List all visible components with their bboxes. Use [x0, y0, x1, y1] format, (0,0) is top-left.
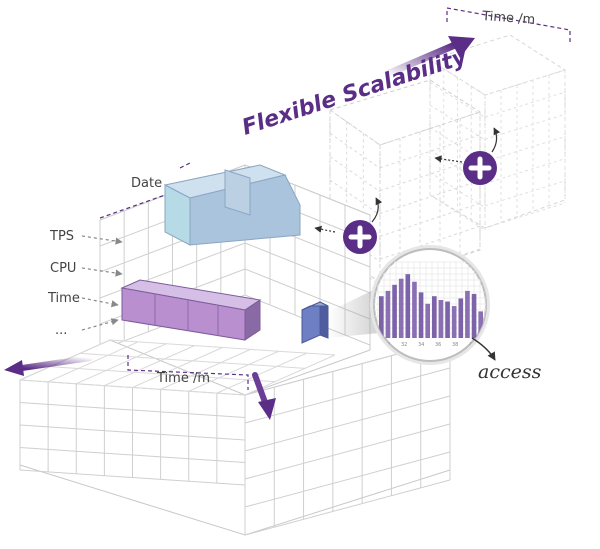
left-arrow-head-icon: [4, 360, 24, 376]
access-bar: [405, 274, 411, 338]
left-arrow-icon: [19, 355, 93, 371]
access-bar-chart: 303234363840: [374, 261, 486, 348]
access-bar: [425, 303, 430, 338]
magnifier-lens: 303234363840: [370, 245, 490, 365]
access-tick-label: 34: [418, 342, 424, 348]
date-label: Date: [131, 176, 162, 191]
date-bracket: [99, 162, 191, 219]
tps-label: TPS: [49, 229, 74, 244]
time-axis-bracket-front: [127, 355, 249, 390]
plus-icon: [343, 220, 377, 254]
access-tick-label: 36: [435, 342, 441, 348]
access-bar: [451, 306, 457, 338]
access-bar: [432, 296, 437, 338]
access-arrow-icon: [471, 337, 496, 361]
access-tick-label: 32: [401, 342, 407, 348]
plus-icon: [463, 151, 497, 185]
access-bar: [379, 296, 384, 338]
cpu-label: CPU: [50, 261, 76, 276]
curve-arrow-icon: [371, 197, 383, 223]
pointer-arrow-icon: [314, 225, 336, 233]
access-tick-label: 38: [452, 342, 458, 348]
access-bar: [398, 278, 404, 338]
base-slab-grid: [19, 339, 451, 536]
access-bar: [418, 292, 424, 338]
time-axis-bracket-top: [446, 7, 571, 44]
access-bar: [478, 311, 483, 338]
access-bar: [471, 293, 477, 338]
time-label: Time: [47, 291, 80, 306]
access-bar: [465, 290, 470, 338]
time-bar: [120, 279, 262, 341]
access-label: access: [478, 361, 542, 383]
time-axis-label-top: Time /m: [481, 9, 536, 28]
time-axis-label-front: Time /m: [156, 371, 210, 386]
curve-arrow-icon: [491, 127, 501, 153]
access-bar: [458, 298, 464, 338]
label-arrows: [81, 235, 123, 331]
down-arrow-icon: [252, 372, 269, 408]
pointer-arrow-icon: [434, 155, 463, 163]
scale-arrow-head-icon: [448, 36, 475, 58]
access-bar: [438, 300, 444, 338]
down-arrow-head-icon: [258, 398, 276, 420]
access-bar: [392, 284, 397, 338]
date-bar: [163, 164, 301, 246]
scale-arrow-icon: [381, 41, 459, 79]
ellipsis-label: ...: [55, 323, 67, 338]
access-bar: [412, 281, 417, 338]
cpu-block: [301, 301, 329, 344]
access-bar: [385, 290, 391, 338]
access-bar: [445, 301, 450, 338]
